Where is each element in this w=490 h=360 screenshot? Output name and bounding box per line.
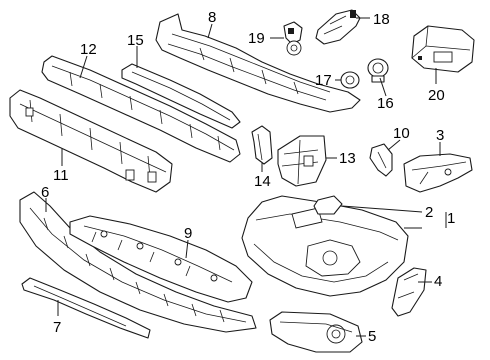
callout-labels: 1 2 3 4 5 6 7 8 9 10 11 12 13 14 15 16 1… — [41, 9, 455, 345]
part-8-upper-air-deflector[interactable] — [155, 13, 361, 113]
callout-12: 12 — [80, 41, 97, 58]
part-10-clip[interactable] — [369, 143, 393, 177]
part-5-fog-lamp-grille[interactable] — [269, 311, 363, 353]
part-1-bumper-cover[interactable] — [241, 195, 409, 297]
part-19-sensor[interactable] — [283, 21, 303, 56]
callout-11: 11 — [53, 167, 69, 184]
part-16-plug[interactable] — [367, 58, 389, 83]
callout-19: 19 — [248, 30, 265, 47]
part-20-control-module[interactable] — [411, 25, 475, 73]
part-13-mounting-bracket[interactable] — [277, 135, 327, 187]
callout-6: 6 — [41, 184, 49, 201]
callout-7: 7 — [53, 319, 61, 336]
part-7-lower-grille-strip[interactable] — [21, 277, 151, 339]
part-12-impact-absorber[interactable] — [41, 55, 241, 163]
callout-10: 10 — [393, 125, 410, 142]
leader-lines — [45, 17, 447, 337]
part-2-tow-hook-cap[interactable] — [313, 195, 343, 215]
part-6-lower-valance[interactable] — [19, 191, 257, 333]
callout-1: 1 — [447, 210, 455, 227]
callout-9: 9 — [184, 225, 192, 242]
callout-14: 14 — [254, 173, 271, 190]
part-3-side-bracket[interactable] — [403, 153, 473, 193]
callout-20: 20 — [428, 87, 445, 104]
callout-4: 4 — [434, 273, 442, 290]
callout-16: 16 — [377, 95, 394, 112]
callout-2: 2 — [425, 204, 433, 221]
part-11-reinforcement-beam[interactable] — [9, 89, 173, 193]
callout-15: 15 — [127, 32, 144, 49]
callout-18: 18 — [373, 11, 390, 28]
part-4-side-trim[interactable] — [391, 267, 427, 317]
part-14-bracket[interactable] — [251, 125, 273, 165]
part-15-upper-strip[interactable] — [121, 63, 241, 129]
callout-8: 8 — [208, 9, 216, 26]
callout-5: 5 — [368, 328, 376, 345]
part-17-grommet[interactable] — [340, 71, 360, 89]
callout-13: 13 — [339, 150, 356, 167]
part-18-connector[interactable] — [315, 9, 361, 45]
part-9-underbody-shield[interactable] — [69, 215, 253, 303]
callout-17: 17 — [315, 72, 332, 89]
callout-3: 3 — [436, 127, 444, 144]
